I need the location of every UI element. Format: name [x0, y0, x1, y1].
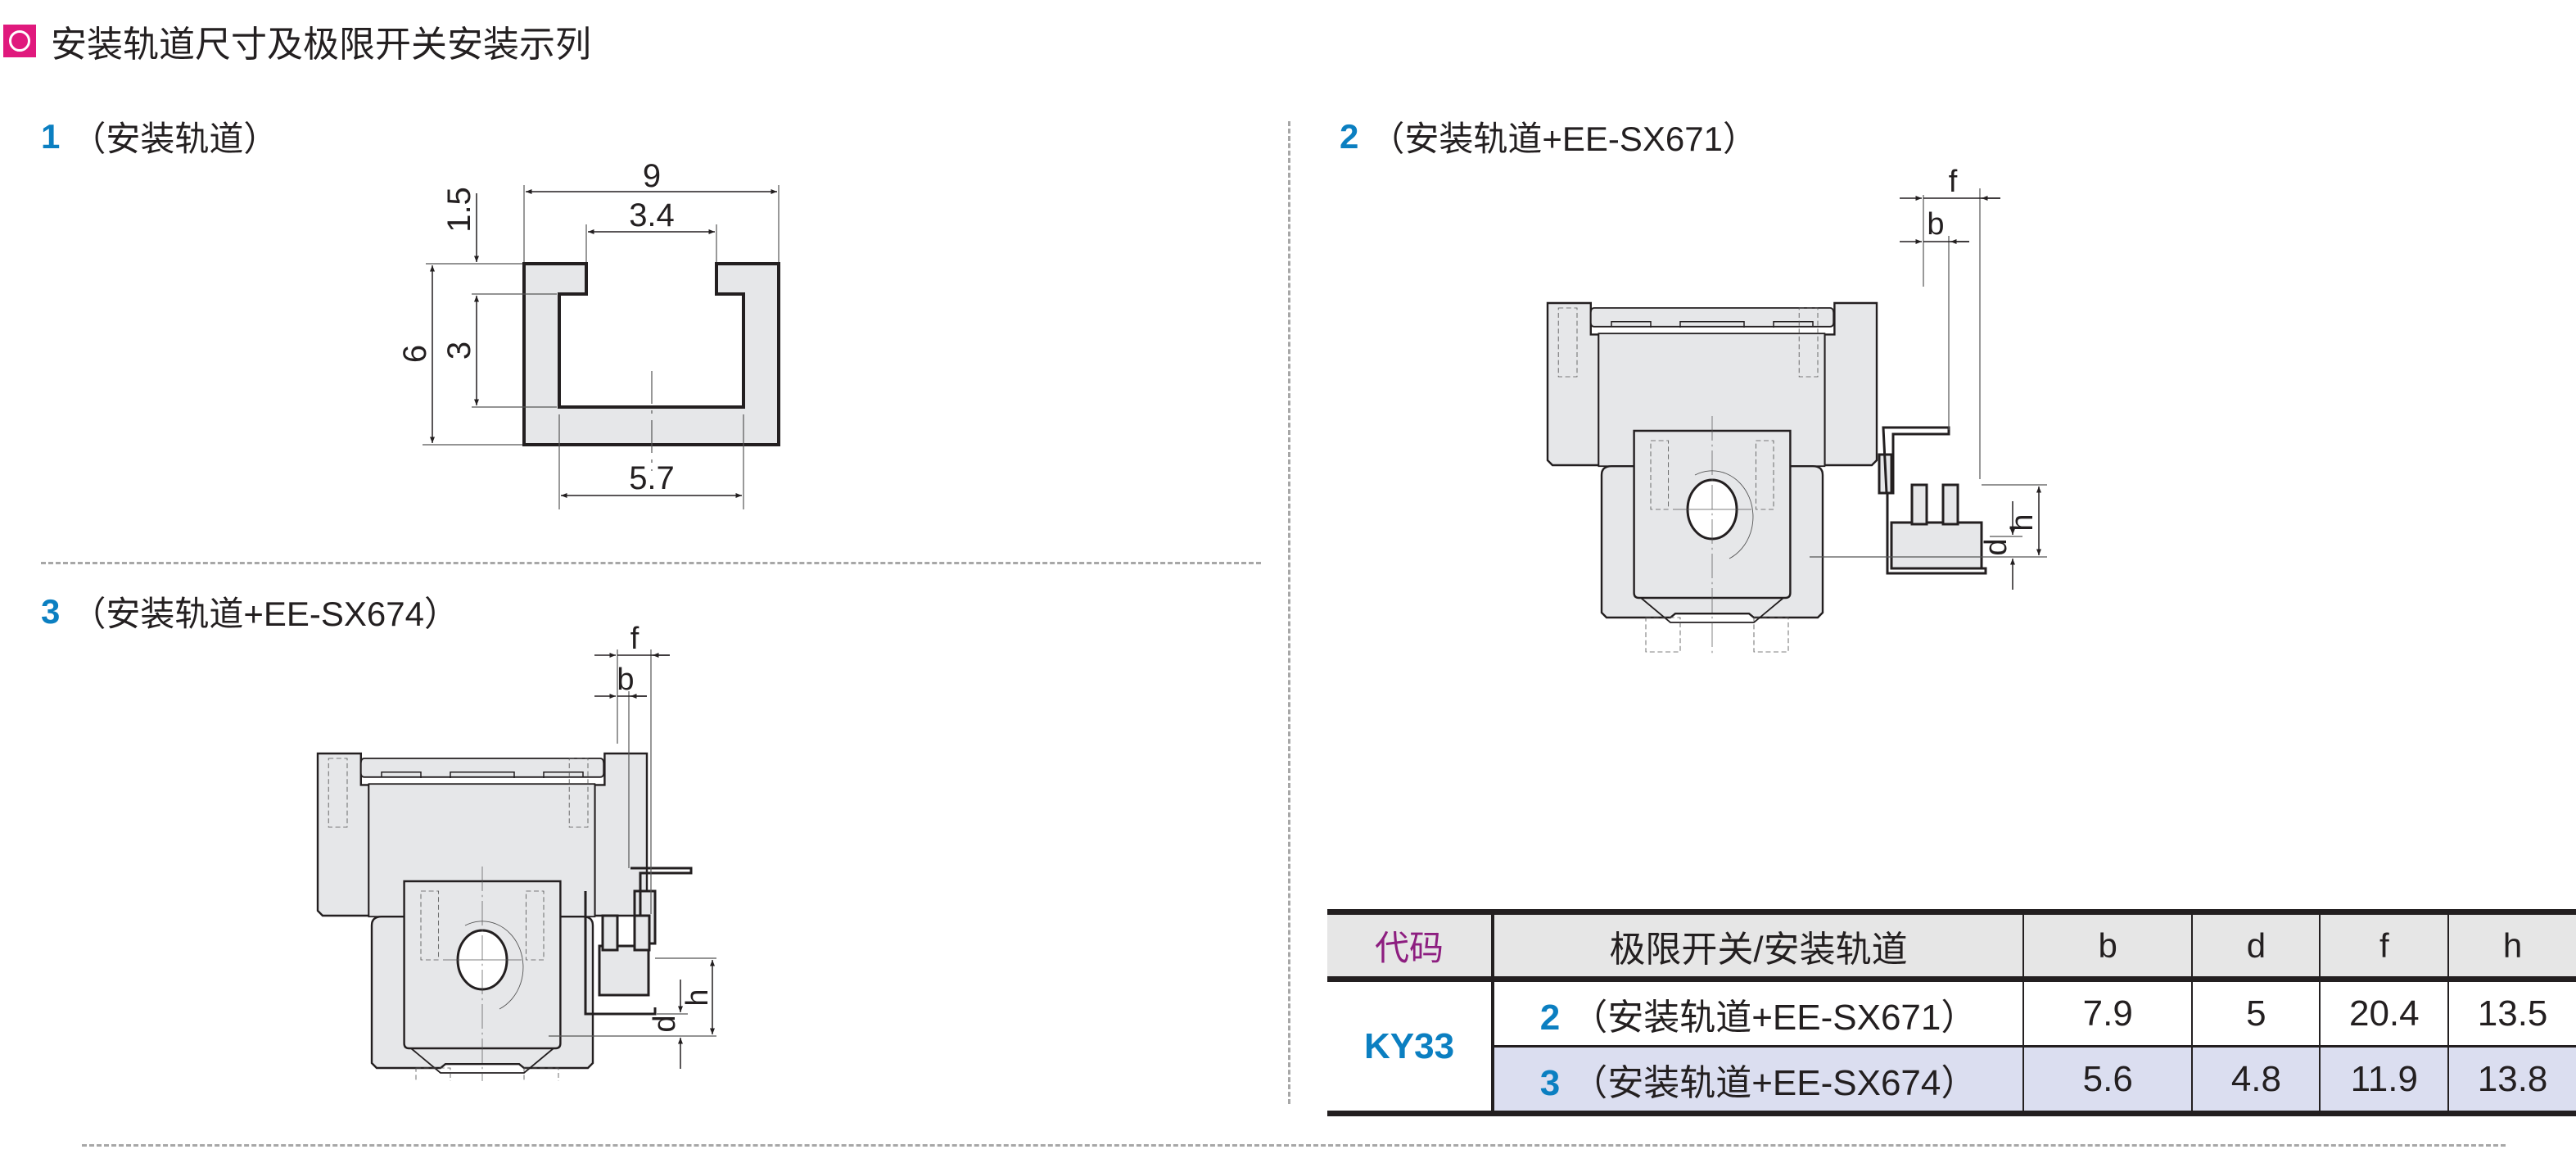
dim-d-label: d: [648, 1015, 682, 1032]
section-2-label: 2 （安装轨道+EE-SX671）: [1340, 111, 1757, 161]
dim-inner-height: 3: [441, 342, 477, 360]
assembly-ee-sx674-diagram: f b h d: [316, 622, 716, 1081]
section-text: （安装轨道+EE-SX674）: [71, 595, 459, 633]
assembly-ee-sx671-diagram: f b h d: [1546, 165, 2047, 655]
section-number: 3: [41, 591, 61, 631]
spec-table: 代码 极限开关/安装轨道 b d f h KY33 2（安装轨道+EE-SX67…: [1327, 909, 2576, 1116]
horizontal-divider: [41, 562, 1261, 564]
dim-b-label: b: [1927, 207, 1944, 242]
row-description: 3（安装轨道+EE-SX674）: [1492, 1046, 2024, 1114]
dim-lip: 1.5: [441, 187, 477, 233]
row-description: 2（安装轨道+EE-SX671）: [1492, 979, 2024, 1047]
cell-d: 4.8: [2191, 1046, 2321, 1114]
dim-f-label: f: [630, 622, 639, 656]
section-text: （安装轨道）: [71, 120, 278, 158]
section-3-label: 3 （安装轨道+EE-SX674）: [41, 586, 459, 636]
header-code: 代码: [1327, 912, 1495, 980]
cell-d: 5: [2191, 979, 2321, 1047]
section-number: 1: [41, 116, 61, 156]
cell-b: 5.6: [2022, 1046, 2193, 1114]
header-h: h: [2447, 912, 2576, 980]
cell-f: 20.4: [2319, 979, 2449, 1047]
row-number: 3: [1539, 1062, 1561, 1103]
cell-h: 13.8: [2447, 1046, 2576, 1114]
row-number: 2: [1539, 997, 1561, 1038]
dim-f-label: f: [1949, 165, 1958, 199]
dim-d-label: d: [1979, 538, 2013, 555]
section-text: （安装轨道+EE-SX671）: [1370, 120, 1758, 158]
section-number: 2: [1340, 116, 1359, 156]
dim-b-label: b: [617, 663, 634, 697]
dim-opening: 3.4: [629, 197, 675, 233]
table-row: 3（安装轨道+EE-SX674） 5.6 4.8 11.9 13.8: [1327, 1046, 2576, 1114]
cell-f: 11.9: [2319, 1046, 2449, 1114]
table-header-row: 代码 极限开关/安装轨道 b d f h: [1327, 912, 2576, 980]
header-description: 极限开关/安装轨道: [1492, 912, 2024, 980]
vertical-divider: [1288, 121, 1290, 1104]
dim-h-label: h: [680, 989, 715, 1006]
dim-height-total: 6: [397, 345, 433, 363]
page-title: 安装轨道尺寸及极限开关安装示列: [0, 18, 591, 66]
header-f: f: [2319, 912, 2449, 980]
dim-width-total: 9: [643, 158, 661, 194]
cell-h: 13.5: [2447, 979, 2576, 1047]
dim-inner-width: 5.7: [629, 460, 675, 496]
bottom-divider: [82, 1144, 2506, 1147]
section-1-label: 1 （安装轨道）: [41, 111, 278, 161]
page-title-text: 安装轨道尺寸及极限开关安装示列: [51, 24, 591, 66]
header-d: d: [2191, 912, 2321, 980]
rail-cross-section-diagram: 9 3.4 5.7 6 3 1.5: [397, 158, 780, 509]
rail-profile: [522, 262, 780, 446]
row-desc-text: （安装轨道+EE-SX671）: [1571, 997, 1977, 1038]
dim-h-label: h: [2005, 514, 2040, 531]
cell-b: 7.9: [2022, 979, 2193, 1047]
code-cell: KY33: [1327, 979, 1495, 1114]
table-row: KY33 2（安装轨道+EE-SX671） 7.9 5 20.4 13.5: [1327, 979, 2576, 1114]
circle-marker-icon: [3, 25, 36, 57]
row-desc-text: （安装轨道+EE-SX674）: [1571, 1062, 1977, 1103]
header-b: b: [2022, 912, 2193, 980]
